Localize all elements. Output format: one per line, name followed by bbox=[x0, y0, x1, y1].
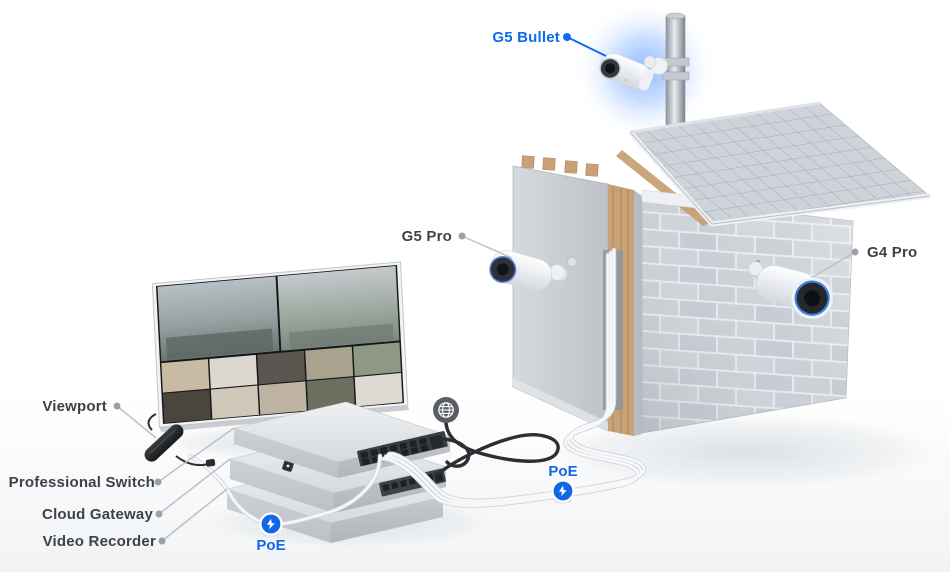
internet-uplink bbox=[433, 397, 560, 477]
leader-dot bbox=[158, 537, 166, 545]
cutaway-wall-panel bbox=[512, 155, 642, 436]
feed-tile bbox=[209, 354, 258, 389]
poe-badge-left bbox=[259, 512, 283, 537]
viewport-device bbox=[144, 413, 216, 467]
leader-lines bbox=[113, 33, 859, 545]
device-stack bbox=[225, 401, 452, 543]
shingle-roof bbox=[628, 101, 931, 227]
leader-dot bbox=[851, 248, 859, 256]
g5-pro-camera bbox=[489, 250, 577, 292]
g4-pro-camera bbox=[748, 260, 833, 319]
leader-dot bbox=[458, 232, 466, 240]
leader-dot bbox=[155, 510, 163, 518]
feed-tile bbox=[353, 342, 401, 376]
feed-tile bbox=[306, 377, 355, 411]
poe-badge-right bbox=[551, 479, 575, 504]
lightning-bolt-icon bbox=[267, 518, 275, 530]
mounting-pole bbox=[661, 12, 690, 141]
feed-tile bbox=[161, 359, 210, 393]
camera-feed-grid bbox=[156, 264, 405, 424]
label-professional-switch: Professional Switch bbox=[8, 474, 155, 491]
label-g5-pro: G5 Pro bbox=[401, 228, 452, 245]
leader-dot bbox=[154, 478, 162, 486]
leader-dot bbox=[113, 402, 121, 410]
label-g5-bullet: G5 Bullet bbox=[492, 29, 560, 46]
feed-tile bbox=[305, 346, 354, 381]
feed-tile bbox=[210, 385, 259, 419]
feed-tile bbox=[162, 389, 211, 424]
label-cloud-gateway: Cloud Gateway bbox=[42, 506, 153, 523]
leader-dot-blue bbox=[563, 33, 571, 41]
g5-bullet-camera bbox=[599, 53, 668, 91]
feed-tile bbox=[354, 373, 403, 407]
label-video-recorder: Video Recorder bbox=[42, 533, 156, 550]
brick-wall bbox=[616, 150, 854, 434]
globe-icon bbox=[433, 397, 459, 423]
label-poe-left: PoE bbox=[256, 537, 286, 554]
viewport-monitor bbox=[151, 261, 409, 432]
lightning-bolt-icon bbox=[559, 485, 567, 497]
label-viewport: Viewport bbox=[42, 398, 107, 415]
feed-tile bbox=[257, 350, 306, 385]
poe-cable-bundle bbox=[187, 247, 647, 527]
label-poe-right: PoE bbox=[548, 463, 578, 480]
feed-tile bbox=[258, 381, 307, 415]
label-g4-pro: G4 Pro bbox=[867, 244, 918, 261]
